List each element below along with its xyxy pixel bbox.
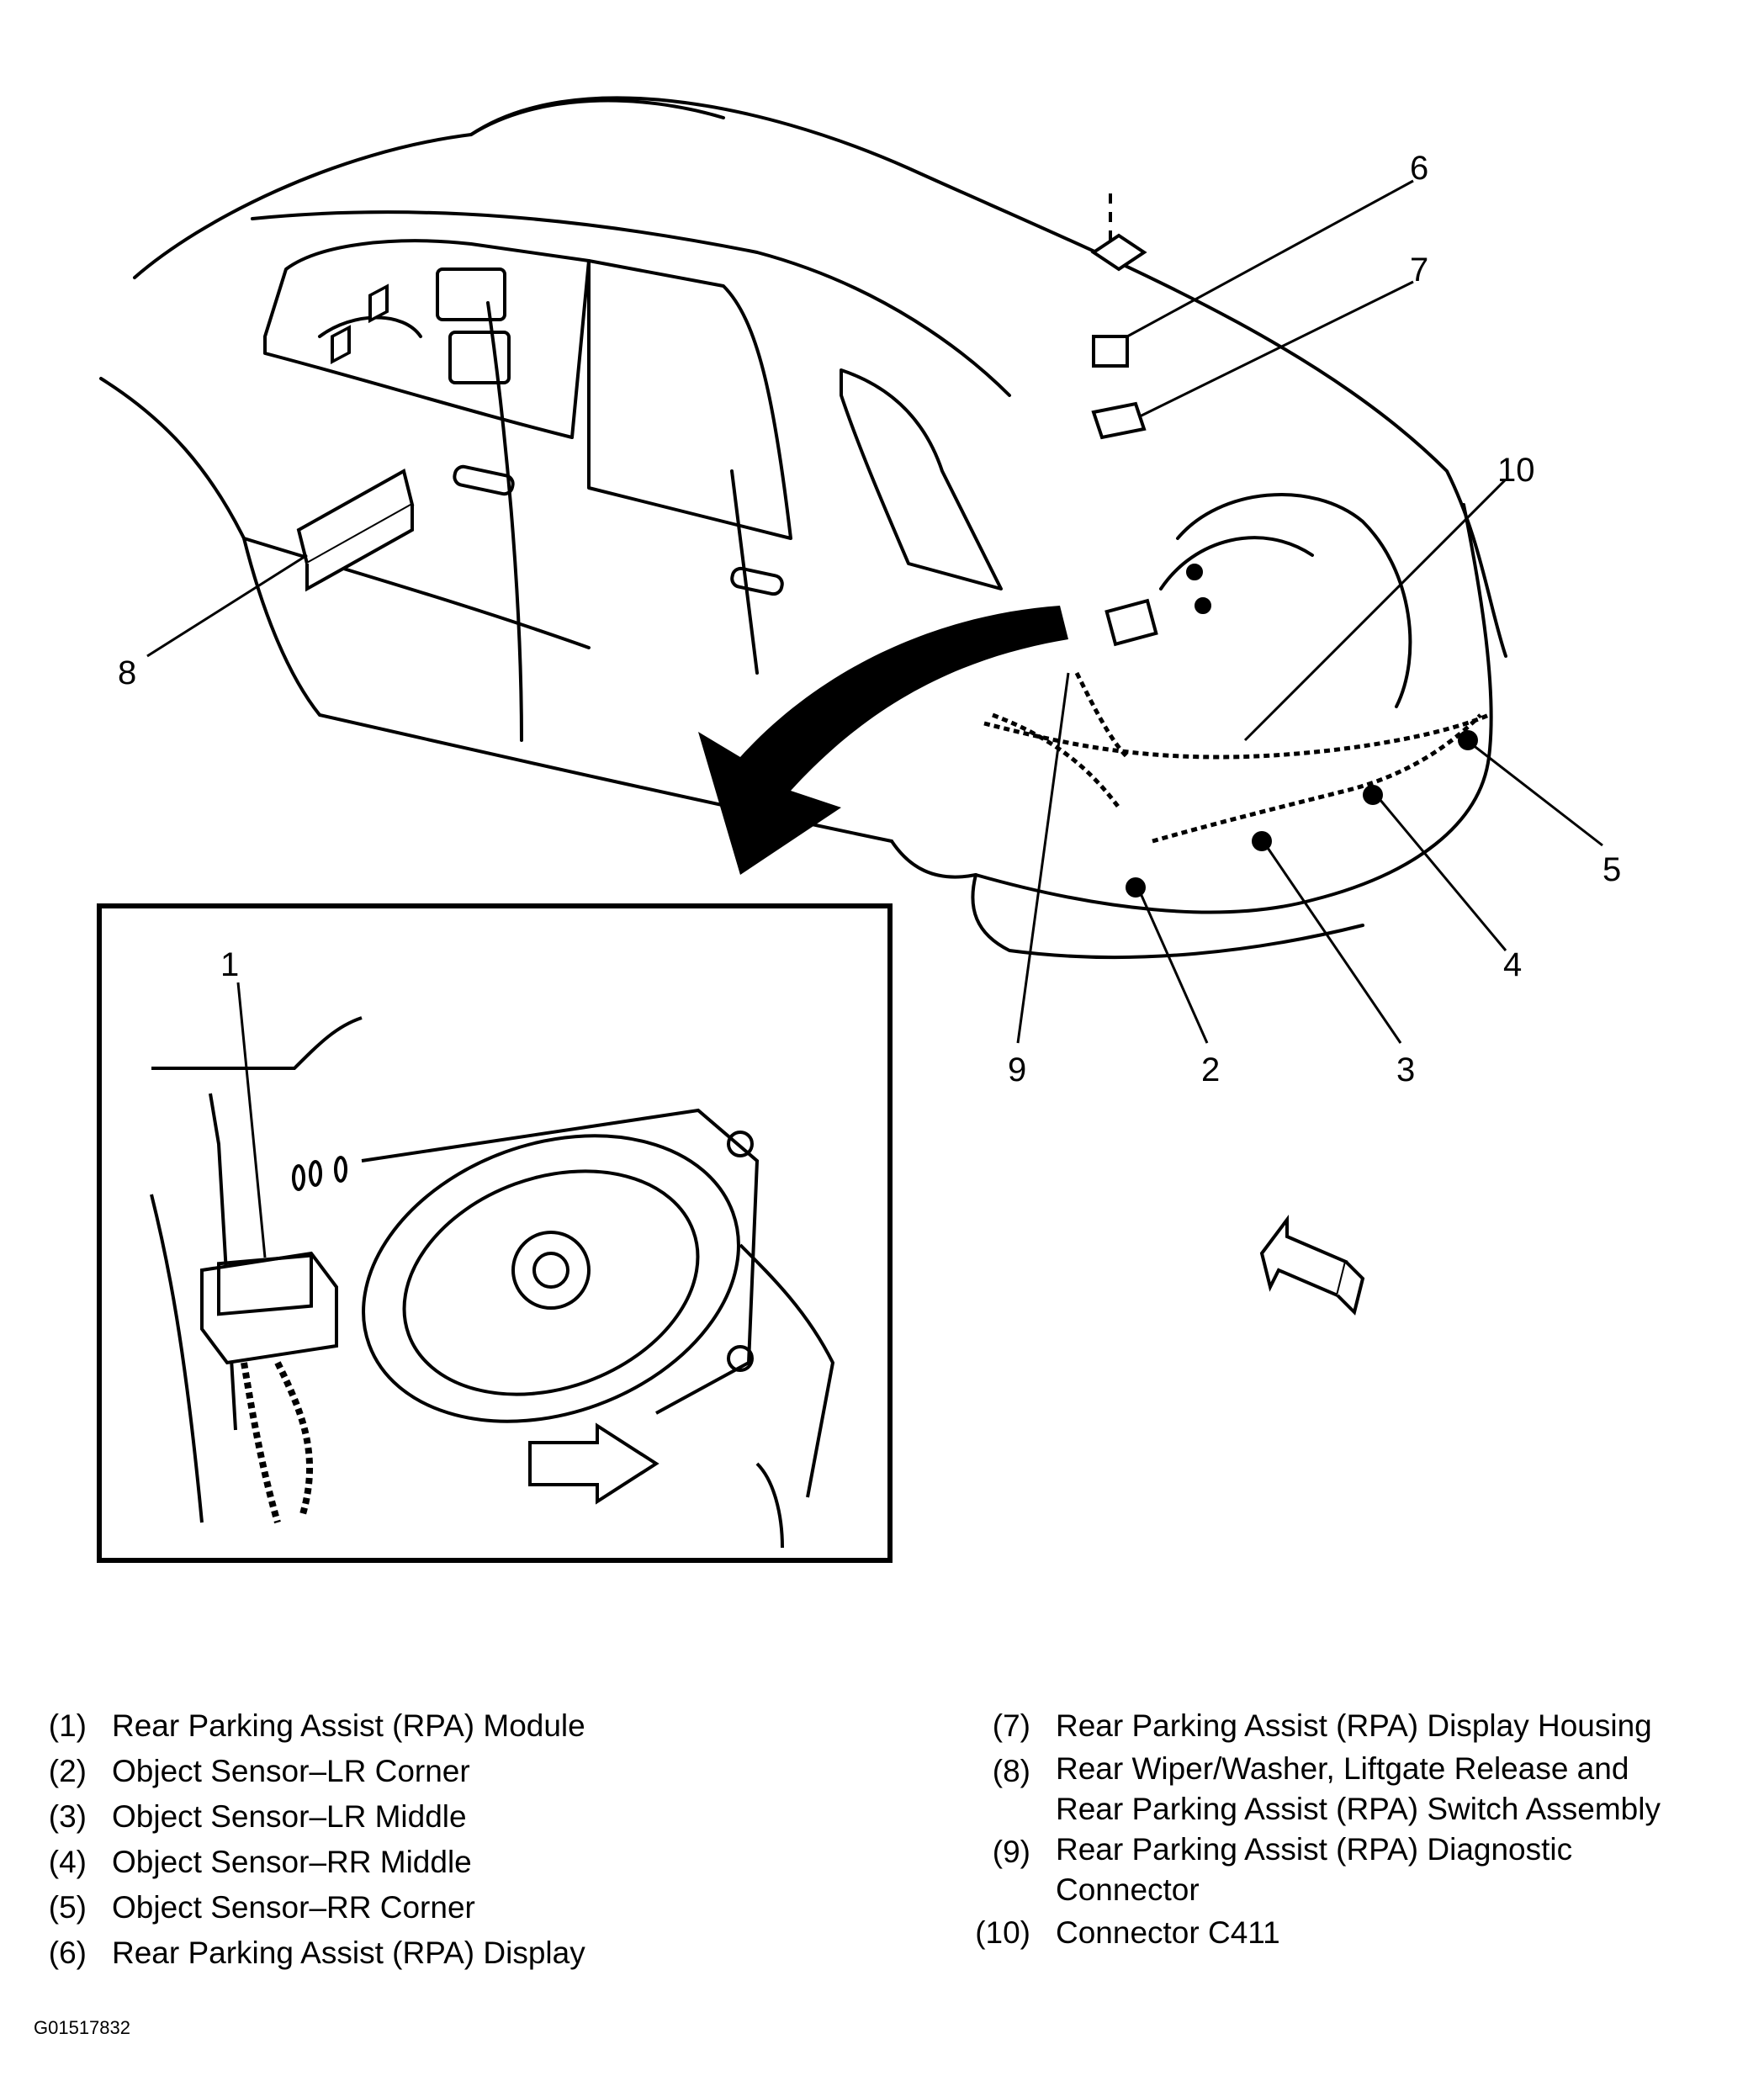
legend-text: Rear Parking Assist (RPA) Display Housin… [1056, 1708, 1652, 1743]
legend-item: (2) Object Sensor–LR Corner [17, 1749, 585, 1794]
legend-number: (1) [48, 1708, 87, 1743]
callout-10: 10 [1497, 452, 1535, 489]
module-inset-view [97, 903, 893, 1563]
legend-text: Object Sensor–RR Middle [112, 1845, 472, 1879]
legend-number: (6) [48, 1936, 87, 1970]
legend-item: (7) Rear Parking Assist (RPA) Display Hou… [942, 1703, 1661, 1749]
vehicle-outline [99, 96, 1507, 960]
callout-3: 3 [1396, 1051, 1415, 1088]
rear-wiring-harness [983, 671, 1490, 844]
display-parts [1090, 193, 1147, 440]
callout-labels: 1 2 3 4 5 6 7 8 9 10 [118, 150, 1621, 1088]
legend-text: Object Sensor–RR Corner [112, 1890, 475, 1925]
callout-6: 6 [1410, 150, 1428, 187]
legend-number: (7) [992, 1708, 1030, 1743]
legend-number: (10) [975, 1915, 1030, 1950]
legend-number: (3) [48, 1799, 87, 1834]
legend-text: Rear Parking Assist (RPA) Module [112, 1708, 585, 1743]
figure-id: G01517832 [34, 2017, 130, 2038]
switch-assembly-part [296, 283, 415, 592]
legend-text: Object Sensor–LR Corner [112, 1754, 470, 1788]
legend-text: Rear Parking Assist (RPA) Diagnostic Con… [1056, 1832, 1573, 1907]
legend-item: (5) Object Sensor–RR Corner [17, 1885, 585, 1930]
legend-text: Rear Wiper/Washer, Liftgate Release and … [1056, 1751, 1661, 1826]
callout-2: 2 [1201, 1051, 1220, 1088]
legend-number: (2) [48, 1754, 87, 1788]
legend-item: (9) Rear Parking Assist (RPA) Diagnostic … [942, 1830, 1661, 1910]
callout-leader-lines [146, 179, 1603, 1258]
legend-item: (6) Rear Parking Assist (RPA) Display [17, 1930, 585, 1976]
legend-item: (1) Rear Parking Assist (RPA) Module [17, 1703, 585, 1749]
callout-8: 8 [118, 654, 136, 691]
module-mount [1104, 564, 1211, 647]
callout-5: 5 [1602, 851, 1621, 888]
callout-7: 7 [1410, 252, 1428, 289]
forward-direction-arrow-icon [1259, 1215, 1365, 1316]
legend-right-column: (7) Rear Parking Assist (RPA) Display Hou… [942, 1703, 1661, 1956]
legend-text: Object Sensor–LR Middle [112, 1799, 467, 1834]
legend-number: (9) [992, 1835, 1030, 1869]
legend-text: Rear Parking Assist (RPA) Display [112, 1936, 585, 1970]
callout-9: 9 [1008, 1051, 1026, 1088]
legend-item: (4) Object Sensor–RR Middle [17, 1840, 585, 1885]
legend-number: (4) [48, 1845, 87, 1879]
legend-item: (3) Object Sensor–LR Middle [17, 1794, 585, 1840]
component-locator-diagram: 1 2 3 4 5 6 7 8 9 10 [97, 96, 1621, 1563]
callout-1: 1 [220, 946, 239, 983]
legend-left-column: (1) Rear Parking Assist (RPA) Module (2) O… [17, 1703, 585, 1976]
curved-arrow-icon [698, 606, 1068, 875]
legend-item: (8) Rear Wiper/Washer, Liftgate Release a… [942, 1749, 1661, 1830]
legend-number: (8) [992, 1754, 1030, 1788]
callout-4: 4 [1503, 946, 1522, 983]
legend-item: (10) Connector C411 [942, 1910, 1661, 1956]
legend-text: Connector C411 [1056, 1915, 1280, 1950]
legend-number: (5) [48, 1890, 87, 1925]
